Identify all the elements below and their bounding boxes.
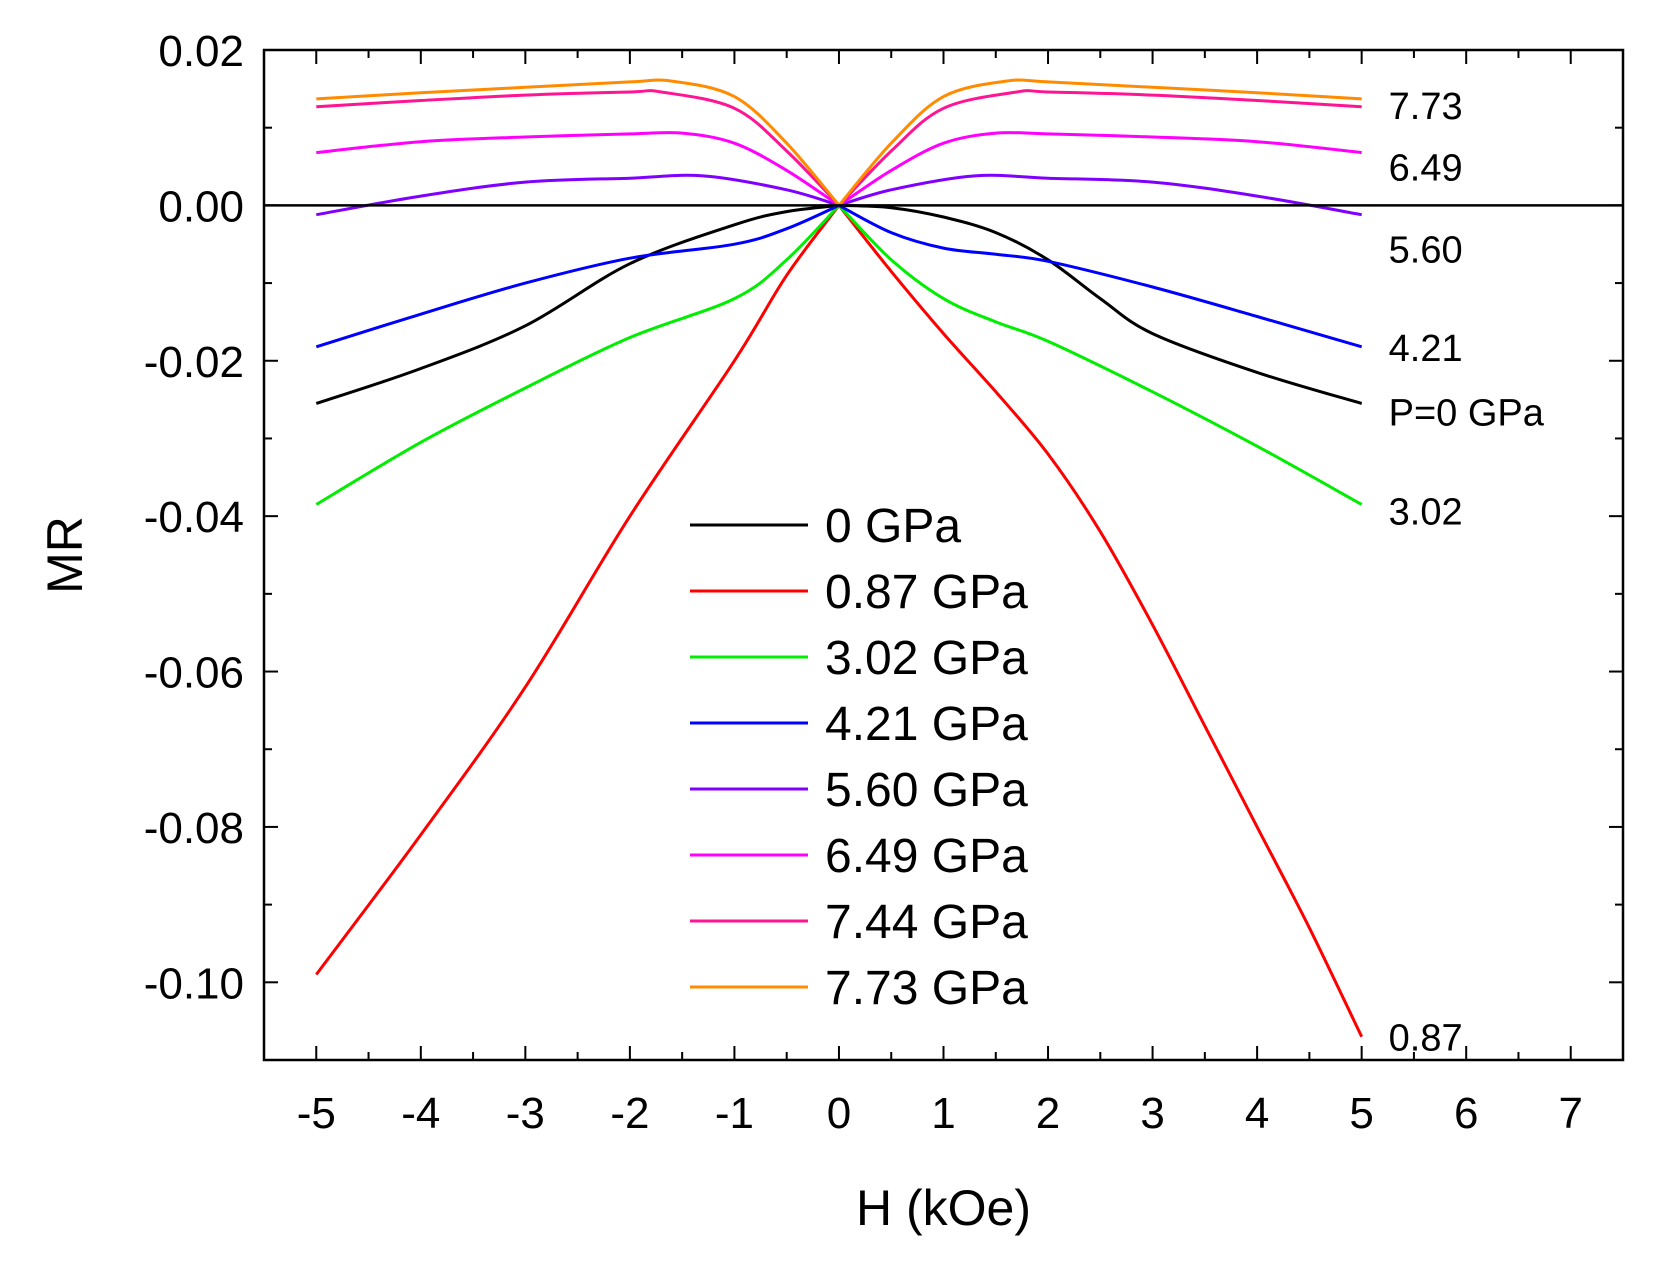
y-tick-label: 0.00 (158, 182, 244, 231)
series-line-3-02-gpa (315, 204, 1363, 506)
y-tick-label: -0.02 (144, 338, 244, 387)
series-line-7-73-gpa (316, 78, 1362, 207)
legend-label: 0.87 GPa (825, 566, 1028, 619)
x-tick-label: 3 (1140, 1089, 1164, 1138)
x-tick-label: 4 (1245, 1089, 1269, 1138)
legend-label: 0 GPa (825, 500, 961, 553)
series-line-7-44-gpa (316, 89, 1362, 207)
plot-frame (262, 48, 1625, 1062)
y-tick-label: -0.08 (144, 804, 244, 853)
end-label: P=0 GPa (1389, 393, 1545, 435)
x-tick-label: -2 (610, 1089, 649, 1138)
series-line-0-87-gpa (315, 204, 1364, 1038)
x-tick-label: 6 (1454, 1089, 1478, 1138)
y-axis-label: MR (37, 516, 93, 594)
x-tick-label: 0 (827, 1089, 851, 1138)
x-tick-label: 2 (1036, 1089, 1060, 1138)
legend-label: 7.44 GPa (825, 896, 1028, 949)
y-tick-label: -0.04 (144, 493, 244, 542)
legend-label: 7.73 GPa (825, 962, 1028, 1015)
y-tick-label: -0.06 (144, 649, 244, 698)
series-line-6-49-gpa (316, 131, 1362, 207)
end-label: 5.60 (1389, 230, 1463, 272)
x-tick-label: -1 (715, 1089, 754, 1138)
x-tick-label: -3 (506, 1089, 545, 1138)
end-label: 0.87 (1389, 1018, 1463, 1060)
legend-label: 5.60 GPa (825, 764, 1028, 817)
legend-label: 3.02 GPa (825, 632, 1028, 685)
series-line-5-60-gpa (316, 173, 1362, 217)
end-label: 7.73 (1389, 86, 1463, 128)
end-label: 6.49 (1389, 148, 1463, 190)
end-label: 4.21 (1389, 328, 1463, 370)
legend-label: 6.49 GPa (825, 830, 1028, 883)
series-line-0-gpa (315, 203, 1363, 405)
series-layer (315, 78, 1364, 1038)
x-axis-label: H (kOe) (856, 1180, 1031, 1236)
series-line-4-21-gpa (315, 204, 1363, 349)
legend: 0 GPa 0.87 GPa 3.02 GPa 4.21 GPa 5.60 GPa 6.4… (690, 500, 1028, 1015)
x-tick-label: -5 (297, 1089, 336, 1138)
x-tick-label: 5 (1349, 1089, 1373, 1138)
y-tick-label: 0.02 (158, 27, 244, 76)
x-tick-label: -4 (401, 1089, 440, 1138)
x-tick-label: 7 (1558, 1089, 1582, 1138)
y-tick-label: -0.10 (144, 959, 244, 1008)
end-labels-layer: P=0 GPa 0.87 3.02 4.21 5.60 6.49 7.73 (1389, 86, 1545, 1060)
ticks-layer: -5 -4 -3 -2 -1 0 1 2 3 4 5 6 7 0.02 0.00 -0.02 -0.04 -0.0… (144, 27, 1623, 1138)
x-tick-label: 1 (931, 1089, 955, 1138)
legend-label: 4.21 GPa (825, 698, 1028, 751)
end-label: 3.02 (1389, 492, 1463, 534)
